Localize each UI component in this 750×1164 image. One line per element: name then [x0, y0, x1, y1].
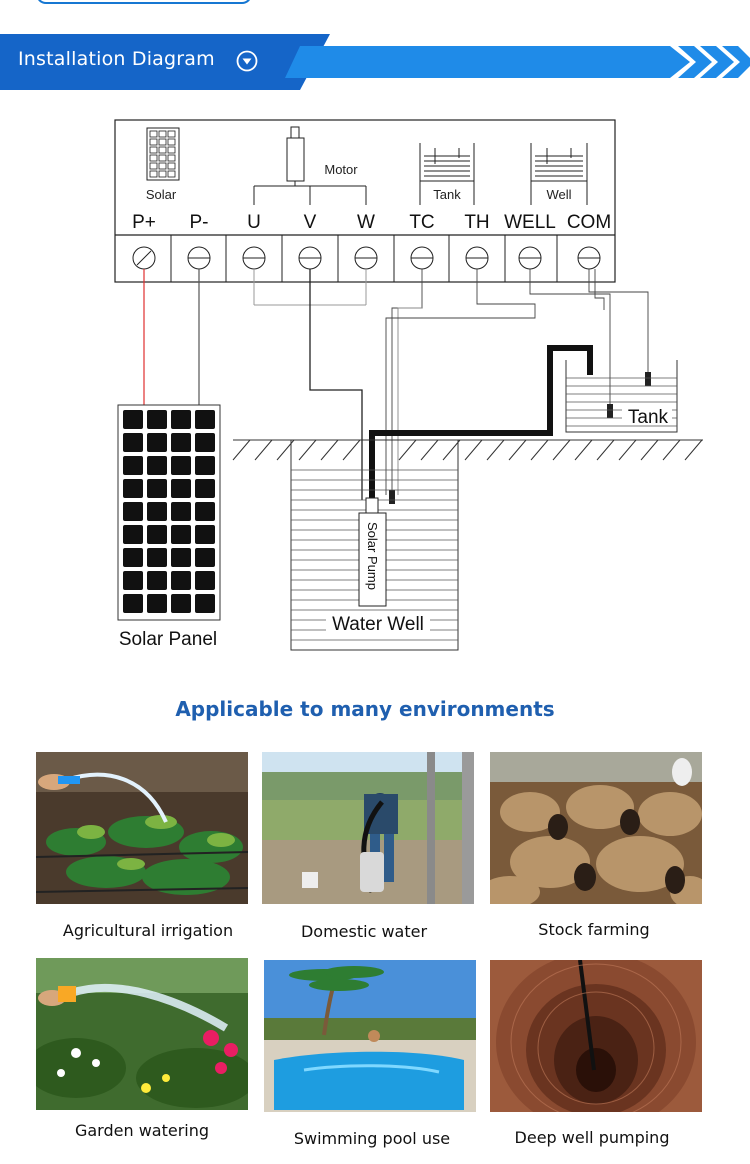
terminal-screw-com — [577, 246, 601, 270]
terminal-label-th: TH — [464, 212, 489, 233]
section-banner — [0, 34, 750, 90]
chevron-down-circle-icon[interactable] — [236, 50, 258, 72]
probe-tank-2 — [645, 372, 651, 386]
caption-irrigation: Agricultural irrigation — [62, 921, 234, 940]
caption-domestic-water: Domestic water — [300, 922, 428, 941]
terminal-label-well: WELL — [504, 212, 556, 233]
solar-pump — [358, 497, 387, 607]
terminal-label-w: W — [357, 212, 375, 233]
terminal-screw-tc — [410, 246, 434, 270]
deep-well-photo — [490, 960, 702, 1112]
applications-title: Applicable to many environments — [175, 697, 555, 721]
ground-line — [232, 439, 703, 461]
caption-garden-watering: Garden watering — [74, 1121, 210, 1140]
sensor-wires — [385, 269, 649, 495]
sheep-photo — [490, 752, 702, 904]
solar-mini-icon — [146, 127, 180, 181]
terminal-screw-p-plus — [132, 246, 156, 270]
solar-panel-label: Solar Panel — [119, 629, 217, 650]
terminal-label-p-plus: P+ — [132, 212, 156, 233]
terminal-label-p-minus: P- — [190, 212, 209, 233]
water-pipe — [369, 345, 593, 500]
caption-swimming-pool: Swimming pool use — [293, 1129, 451, 1148]
irrigation-photo — [36, 752, 248, 904]
terminal-screw-u — [242, 246, 266, 270]
pool-photo — [264, 960, 476, 1112]
well-mini-icon — [530, 143, 588, 205]
motor-icon — [253, 126, 367, 205]
water-well-label: Water Well — [332, 614, 424, 635]
well-mini-label: Well — [546, 187, 571, 202]
solar-pump-label: Solar Pump — [365, 522, 380, 590]
caption-stock-farming: Stock farming — [538, 920, 650, 939]
tank-mini-icon — [419, 143, 475, 205]
installation-diagram: Solar Motor Tank Well — [114, 119, 703, 651]
terminal-screw-v — [298, 246, 322, 270]
terminal-label-tc: TC — [409, 212, 434, 233]
tank-mini-label: Tank — [433, 187, 461, 202]
terminal-screw-w — [354, 246, 378, 270]
probe-well — [389, 490, 395, 504]
solar-panel — [117, 404, 221, 621]
pump-cable — [309, 269, 363, 500]
solar-label: Solar — [146, 187, 177, 202]
terminal-label-v: V — [304, 212, 317, 233]
terminal-label-com: COM — [567, 212, 611, 233]
tank-label: Tank — [628, 407, 669, 428]
motor-label: Motor — [324, 162, 358, 177]
section-title: Installation Diagram — [18, 48, 215, 70]
garden-photo — [36, 958, 248, 1110]
probe-tank-1 — [607, 404, 613, 418]
terminal-label-u: U — [247, 212, 261, 233]
terminal-screw-p-minus — [187, 246, 211, 270]
domestic-water-photo — [262, 752, 474, 904]
caption-deep-well: Deep well pumping — [514, 1128, 670, 1147]
top-button-fragment — [36, 0, 252, 4]
terminal-screw-th — [465, 246, 489, 270]
terminal-screw-well — [518, 246, 542, 270]
